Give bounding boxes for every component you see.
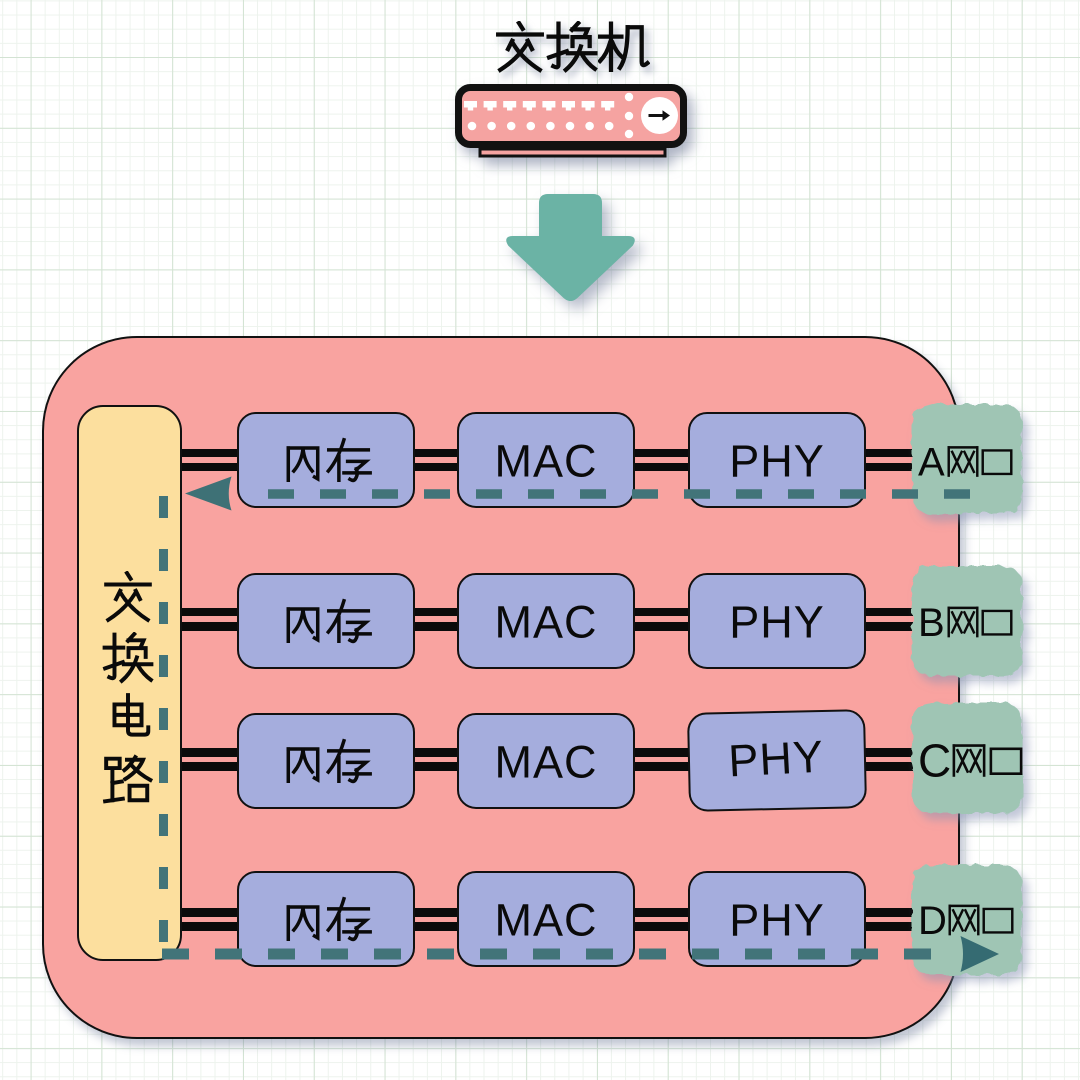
svg-text:B: B: [918, 601, 945, 645]
svg-text:D: D: [918, 899, 947, 943]
svg-text:PHY: PHY: [729, 894, 825, 945]
svg-text:A: A: [918, 441, 945, 485]
svg-text:PHY: PHY: [729, 435, 825, 486]
svg-text:MAC: MAC: [495, 894, 598, 945]
svg-text:MAC: MAC: [495, 596, 598, 647]
svg-text:MAC: MAC: [495, 435, 598, 486]
svg-text:PHY: PHY: [729, 596, 825, 647]
svg-text:C: C: [918, 735, 951, 787]
svg-text:PHY: PHY: [727, 731, 825, 787]
svg-text:MAC: MAC: [495, 736, 598, 787]
